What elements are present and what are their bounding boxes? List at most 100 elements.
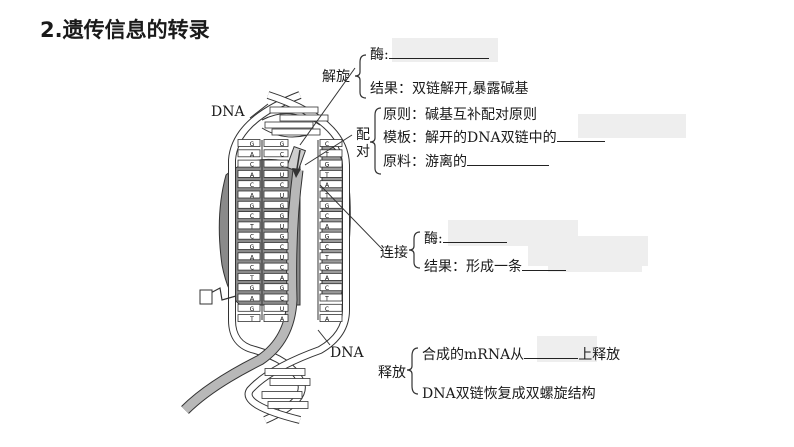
base-mid-letter-5: U [280,193,284,200]
base-left-1 [237,149,261,158]
base-mid-letter-0: G [280,141,285,148]
bracket-shifang [406,347,419,395]
base-mid-letter-17: A [280,316,285,323]
incoming-nucleotide [285,145,307,173]
dna-strand-right [245,92,349,423]
label-dui: 对 [356,144,370,160]
base-mid-letter-16: U [280,306,284,313]
base-left-10 [237,242,261,250]
bottom-rung-2 [261,391,303,399]
base-right-letter-12: G [325,265,330,272]
base-right-letter-0: C [325,141,329,148]
leader-dna-top [249,103,269,119]
base-right-letter-14: C [325,285,329,292]
base-mid-letter-4: C [280,182,284,189]
base-left-letter-1: A [250,151,255,158]
base-right-letter-3: T [324,172,329,179]
base-left-4 [237,180,261,189]
label-jiexuan: 解旋 [322,69,350,85]
base-left-5 [237,190,261,199]
base-mid-3 [263,169,289,178]
base-mid-letter-10: C [280,244,284,251]
base-mid-11 [263,252,289,261]
base-mid-17 [263,314,289,323]
blank-box-template [578,114,686,138]
base-mid-letter-3: U [280,172,284,179]
shifang-restore: DNA双链恢复成双螺旋结构 [422,386,596,402]
base-mid-1 [263,149,289,158]
base-left-6 [237,200,261,209]
peidui-material: 原料：游离的 [383,151,549,171]
base-right-8 [319,221,343,230]
base-left-letter-7: C [250,213,254,220]
handle-shape [199,289,213,305]
base-right-4 [319,180,343,189]
leader-lianjie [319,184,384,251]
peidui-template: 模板：解开的DNA双链中的 [383,127,605,147]
mrna-strand [181,169,303,414]
base-right-17 [319,314,343,323]
leader-peidui [304,134,353,166]
top-rung-1 [279,114,329,122]
bottom-rung-3 [267,401,309,409]
base-left-letter-6: G [250,203,255,210]
base-left-letter-13: T [249,275,254,282]
shifang-release: 合成的mRNA从上释放 [422,347,621,363]
base-mid-12 [263,262,289,271]
base-mid-letter-6: G [280,203,285,210]
peidui-principle: 原则：碱基互补配对原则 [383,107,537,123]
bracket-jiexuan [354,54,367,99]
page-title: 2.遗传信息的转录 [40,18,210,42]
base-right-1 [319,149,343,158]
top-rung-2 [264,121,314,129]
base-left-letter-15: A [250,296,255,303]
base-right-2 [319,159,343,168]
base-mid-letter-15: C [280,296,284,303]
base-mid-6 [263,200,289,209]
base-right-12 [319,262,343,271]
base-mid-5 [263,190,289,199]
base-right-11 [319,252,343,261]
leader-jiexuan [299,67,356,146]
base-left-letter-16: G [250,306,255,313]
base-mid-letter-1: C [280,151,284,158]
base-left-12 [237,262,261,271]
base-left-letter-0: G [250,141,255,148]
base-right-9 [319,231,343,240]
base-right-13 [319,272,343,281]
bracket-lianjie [408,231,421,269]
base-left-letter-14: G [250,285,255,292]
base-mid-13 [263,272,289,281]
base-mid-15 [263,293,289,302]
bottom-rung-0 [264,368,306,376]
base-left-15 [237,293,261,302]
label-pei: 配 [356,127,370,143]
base-mid-16 [263,303,289,312]
jiexuan-result: 结果：双链解开,暴露碱基 [370,81,529,97]
base-right-3 [319,169,343,178]
jiexuan-enzyme: 酶: [370,44,489,64]
base-mid-letter-7: G [280,213,285,220]
base-mid-letter-11: U [280,254,284,261]
base-left-2 [237,159,261,168]
base-right-letter-2: G [325,162,330,169]
base-left-11 [237,252,261,261]
base-mid-letter-14: G [280,285,285,292]
base-left-letter-8: T [249,223,254,230]
base-right-6 [319,200,343,209]
base-right-letter-6: G [325,203,330,210]
base-right-letter-7: C [325,213,329,220]
base-right-letter-9: G [325,234,330,241]
base-mid-letter-13: A [280,275,285,282]
base-right-letter-5: T [324,193,329,200]
base-left-letter-17: T [249,316,254,323]
base-mid-4 [263,180,289,189]
base-left-letter-4: C [250,182,254,189]
base-right-letter-4: A [325,182,330,189]
base-left-letter-12: C [250,265,254,272]
base-right-letter-11: T [324,254,329,261]
base-mid-10 [263,242,289,250]
base-right-letter-16: C [325,306,329,313]
blank-box-shifang [537,336,597,362]
